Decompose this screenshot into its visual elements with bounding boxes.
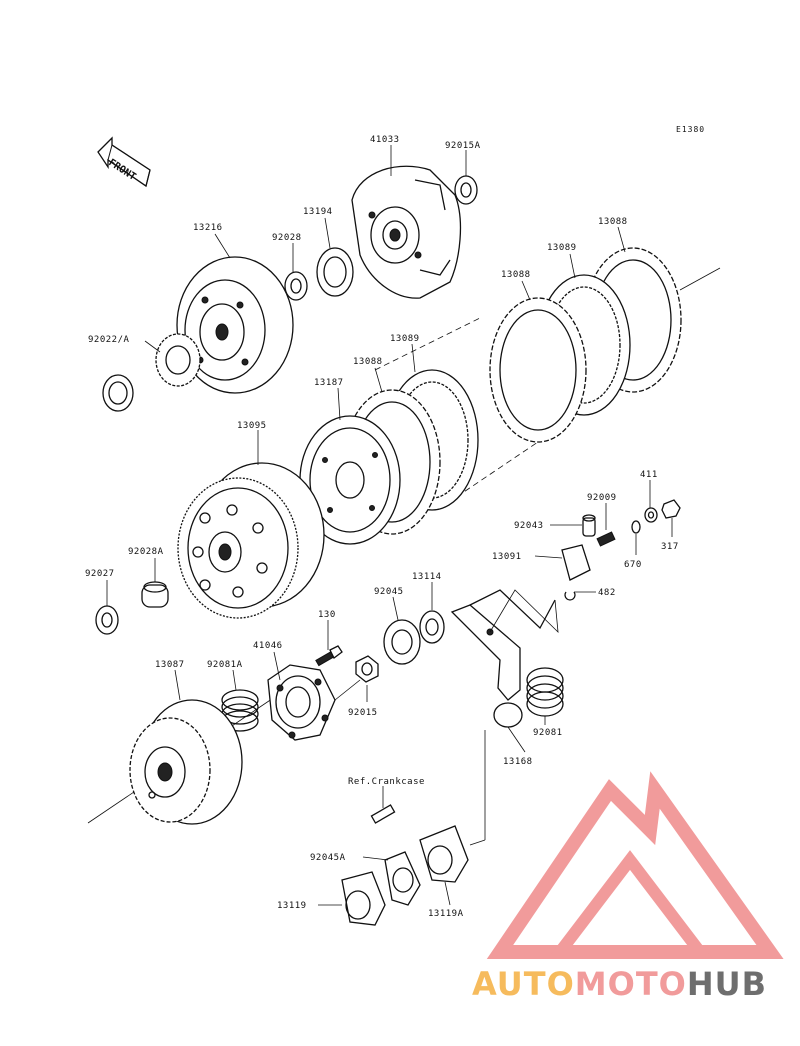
label-13119: 13119: [277, 901, 307, 911]
label-92009: 92009: [587, 493, 617, 503]
leader-lines: [106, 145, 673, 906]
label-13088-mid: 13088: [501, 270, 531, 280]
part-13087-clutch-hub: [129, 699, 243, 825]
part-92009-screw: [596, 531, 616, 547]
part-130-bolt: [315, 645, 343, 667]
label-13087: 13087: [155, 660, 185, 670]
part-13091-cam: [561, 544, 591, 581]
part-92045-bearing: [383, 619, 421, 665]
label-13088-top: 13088: [598, 217, 628, 227]
watermark-logo: AUTOMOTOHUB: [472, 771, 784, 1003]
ref-crankcase-label: Ref.Crankcase: [348, 777, 425, 787]
label-92045A: 92045A: [310, 853, 346, 863]
label-13187: 13187: [314, 378, 344, 388]
part-13168-release-lever: [450, 589, 556, 728]
label-92081A: 92081A: [207, 660, 243, 670]
label-13168: 13168: [503, 757, 533, 767]
part-92081-spring: [526, 667, 564, 717]
label-92015: 92015: [348, 708, 378, 718]
part-92015-nut: [355, 655, 379, 683]
label-670: 670: [624, 560, 642, 570]
part-13194-bearing: [316, 247, 354, 297]
part-411-washer: [644, 507, 658, 523]
label-13089-low: 13089: [390, 334, 420, 344]
part-92045A-plate: [384, 851, 421, 906]
label-13089-top: 13089: [547, 243, 577, 253]
label-13088-low: 13088: [353, 357, 383, 367]
label-41046: 41046: [253, 641, 283, 651]
front-arrow-icon: FRONT: [97, 136, 151, 188]
label-130: 130: [318, 610, 336, 620]
watermark-moto: MOTO: [575, 965, 687, 1003]
label-92027: 92027: [85, 569, 115, 579]
label-317: 317: [661, 542, 679, 552]
label-92028A: 92028A: [128, 547, 164, 557]
label-92045: 92045: [374, 587, 404, 597]
label-13114: 13114: [412, 572, 442, 582]
label-92081: 92081: [533, 728, 563, 738]
label-13095: 13095: [237, 421, 267, 431]
part-92028-collar: [284, 271, 308, 301]
part-482-clip: [564, 591, 576, 601]
part-92015A-nut: [454, 175, 478, 205]
label-13194: 13194: [303, 207, 333, 217]
label-13119A: 13119A: [428, 909, 464, 919]
part-13119A-cam: [419, 825, 469, 883]
part-41033-centrifugal-clutch: [351, 165, 462, 299]
label-411: 411: [640, 470, 658, 480]
part-41046-lifter-plate: [267, 664, 336, 741]
label-92043: 92043: [514, 521, 544, 531]
part-92043-pin: [582, 514, 596, 537]
label-13091: 13091: [492, 552, 522, 562]
label-482: 482: [598, 588, 616, 598]
label-92022A: 92022/A: [88, 335, 130, 345]
part-ref-crankcase-pin: [370, 786, 396, 824]
label-92015A: 92015A: [445, 141, 481, 151]
part-92028A-collar: [141, 581, 169, 608]
part-13088-friction-plate-mid: [489, 297, 587, 443]
watermark-auto: AUTO: [472, 965, 575, 1003]
label-41033: 41033: [370, 135, 400, 145]
diagram-code: E1380: [676, 125, 705, 134]
part-92022A-washer: [102, 374, 134, 412]
part-13187-pressure-plate: [299, 415, 401, 545]
part-92027-washer: [95, 605, 119, 635]
part-13119-cam: [341, 871, 386, 926]
watermark-hub: HUB: [687, 965, 767, 1003]
part-13216-clutch-drum: [155, 256, 294, 394]
label-92028: 92028: [272, 233, 302, 243]
part-13095-clutch-housing: [177, 462, 325, 619]
part-labels: 41033 92015A 13194 92028 13216 13088 130…: [85, 135, 679, 919]
label-13216: 13216: [193, 223, 223, 233]
svg-text:AUTOMOTOHUB: AUTOMOTOHUB: [472, 965, 767, 1003]
part-317-nut: [661, 499, 681, 519]
part-670-washer: [631, 520, 641, 534]
part-13114-collar: [419, 610, 445, 644]
